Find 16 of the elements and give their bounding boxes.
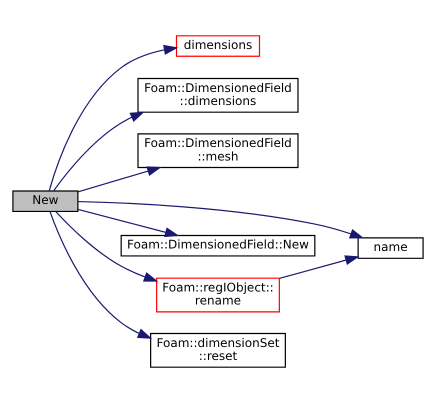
arrow (78, 208, 180, 237)
arrow (48, 44, 178, 191)
arrow (53, 111, 145, 191)
arrow (280, 254, 360, 278)
node-box: Foam::dimensionSet ::reset (150, 332, 286, 368)
node-box: New (12, 190, 78, 212)
arrow (78, 166, 162, 192)
arrow (55, 210, 158, 282)
node-box: Foam::DimensionedField::New (120, 234, 316, 256)
node-box: name (358, 236, 424, 258)
arrow (49, 210, 152, 338)
node-box: Foam::DimensionedField ::mesh (137, 132, 299, 168)
arrow (78, 200, 364, 238)
node-box: Foam::DimensionedField ::dimensions (137, 77, 299, 112)
node-box: Foam::regIObject:: rename (156, 277, 280, 312)
node-box: dimensions (176, 34, 260, 56)
